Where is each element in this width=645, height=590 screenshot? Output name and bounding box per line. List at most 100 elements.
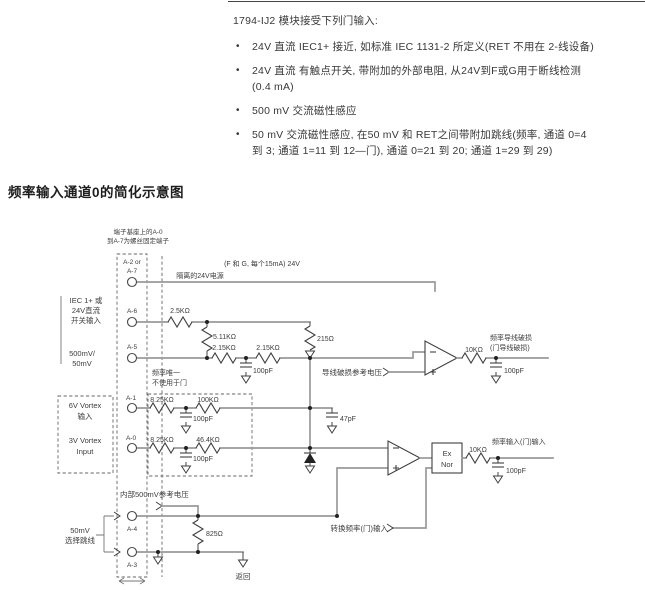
resistor-2-15k-2-label: 2.15KΩ: [256, 345, 280, 352]
terminal-a2-label: A-2 or: [123, 259, 142, 266]
exnor-box: [431, 442, 463, 474]
comparator-2-body: [387, 440, 422, 476]
wirebreak-ref-label: 导线破损参考电压: [322, 367, 382, 377]
terminal-base-width-arrow: [118, 577, 146, 585]
capacitor-100pf-5: [491, 462, 505, 468]
resistor-215-label: 215Ω: [317, 336, 334, 343]
ref-input-arrow: [382, 367, 390, 377]
bullet-text-line1: 24V 直流 有触点开关, 带附加的外部电阻, 从24V到F或G用于断线检测: [252, 65, 582, 77]
ground-5: [181, 465, 191, 474]
convert-freq-label: 转换频率(门)输入: [331, 523, 389, 533]
mv-label-line1: 500mV/: [69, 349, 96, 358]
bullet-marker: •: [236, 65, 240, 76]
capacitor-100pf-3-label: 100pF: [193, 416, 213, 423]
freq-input-label: 频率输入(门)输入: [492, 437, 546, 446]
terminal-a0-label: A-0: [126, 435, 137, 442]
return-arrow: [238, 559, 248, 568]
row-a4-a3: A-4 825Ω A-3 返回 50mV 选择跳线: [65, 510, 338, 581]
terminal-note-line1: 端子基座上的A-0: [113, 227, 163, 236]
internal-reference: 内部500mV参考电压: [120, 489, 199, 517]
capacitor-100pf-2: [489, 362, 503, 368]
resistor-10k-1: [461, 352, 487, 364]
terminal-a3: [126, 546, 138, 558]
intro-paragraph: 1794-IJ2 模块接受下列门输入:: [233, 15, 378, 27]
resistor-10k-2: [465, 452, 491, 464]
comparator-1-body: [424, 340, 459, 376]
resistor-46-4k-label: 46.4KΩ: [196, 437, 220, 444]
bullet-item-1: • 24V 直流 IEC1+ 接近, 如标准 IEC 1131-2 所定义(RE…: [236, 39, 636, 55]
capacitor-100pf-1: [239, 362, 253, 368]
freq-wirebreak-label2: (门导线破损): [490, 343, 530, 352]
vortex-label-box: [57, 395, 114, 474]
resistor-100k: [195, 402, 221, 414]
row-a1: A-1 8.25KΩ 100KΩ 100pF 47pF: [126, 395, 356, 434]
supply-note-label: (F 和 G, 每个15mA) 24V: [224, 259, 300, 268]
resistor-2-15k-2: [255, 352, 281, 364]
capacitor-100pf-3: [179, 412, 193, 418]
terminal-a7-label: A-7: [127, 268, 138, 275]
vortex-6v-label2: 输入: [78, 411, 93, 421]
jumper-select: 50mV 选择跳线: [65, 511, 121, 557]
row-a5: A-5 2.15KΩ 2.15KΩ 100pF 频率唯一 不使用于门: [126, 344, 426, 387]
bullet-item-4: • 50 mV 交流磁性感应, 在50 mV 和 RET之间带附加跳线(频率, …: [236, 127, 636, 159]
bullet-text-line1: 50 mV 交流磁性感应, 在50 mV 和 RET之间带附加跳线(频率, 通道…: [252, 129, 587, 141]
internal-ref-arrow: [155, 501, 163, 511]
comparator-2: 转换频率(门)输入 Ex Nor 10KΩ 100pF 频率输入(门)输入: [331, 437, 554, 533]
resistor-2-5k: [167, 316, 193, 328]
resistor-2-5k-label: 2.5KΩ: [170, 308, 190, 315]
terminal-a1: [126, 402, 138, 414]
resistor-825-label: 825Ω: [206, 531, 223, 538]
iec-input-label: IEC 1+ 或 24V直流 开关输入 500mV/ 50mV: [69, 295, 103, 368]
terminal-base-outline: [116, 253, 148, 585]
bullet-text-line2: 到 3; 通道 1=11 到 12—门), 通道 0=21 到 20; 通道 1…: [252, 145, 553, 157]
resistor-10k-2-label: 10KΩ: [469, 447, 487, 454]
resistor-8-25k-1-label: 8.25KΩ: [150, 397, 174, 404]
vortex-3v-label1: 3V Vortex: [69, 436, 102, 445]
terminal-a0: [126, 442, 138, 454]
bullet-marker: •: [236, 41, 240, 52]
iec-label-line3: 开关输入: [71, 315, 101, 325]
resistor-5-11k-label: 5.11KΩ: [213, 334, 236, 341]
ground-3: [181, 425, 191, 434]
section-title: 频率输入通道0的简化示意图: [8, 185, 185, 200]
ground-1: [241, 375, 251, 384]
vortex-6v-label1: 6V Vortex: [69, 401, 102, 410]
resistor-2-15k-1-label: 2.15KΩ: [212, 345, 236, 352]
terminal-a6-label: A-6: [127, 308, 138, 315]
resistor-8-25k-2: [149, 442, 175, 454]
capacitor-100pf-4: [179, 452, 193, 458]
filter-network-box: [147, 393, 253, 477]
resistor-825: [192, 519, 204, 545]
bullet-item-3: • 500 mV 交流磁性感应: [236, 103, 636, 119]
supply-24v-row: (F 和 G, 每个15mA) 24V 隔离的24V电源 A-2 or A-7: [123, 259, 436, 292]
resistor-8-25k-2-label: 8.25KΩ: [150, 437, 174, 444]
resistor-215: [304, 325, 316, 351]
freq-wirebreak-label1: 频率导线破损: [490, 333, 532, 342]
resistor-5-11k: [201, 326, 213, 352]
ground-8: [153, 556, 163, 565]
capacitor-100pf-5-label: 100pF: [506, 468, 526, 475]
terminal-a5: [126, 352, 138, 364]
page-top-rule: [228, 1, 645, 2]
resistor-10k-1-label: 10KΩ: [465, 347, 483, 354]
ground-7: [493, 475, 503, 484]
terminal-note-line2: 到A-7为螺丝固定端子: [107, 236, 170, 245]
bullet-text: 24V 直流 IEC1+ 接近, 如标准 IEC 1131-2 所定义(RET …: [252, 41, 594, 53]
return-label: 返回: [236, 572, 251, 581]
terminal-a2-a7: [126, 276, 138, 288]
ground-2: [491, 375, 501, 384]
terminal-a1-label: A-1: [126, 395, 137, 402]
iec-label-line1: IEC 1+ 或: [70, 295, 103, 305]
terminal-a3-label: A-3: [127, 562, 138, 569]
isolated-supply-label: 隔离的24V电源: [176, 271, 223, 280]
capacitor-47pf-label: 47pF: [340, 416, 356, 423]
ground-6: [305, 465, 315, 474]
bullet-item-2: • 24V 直流 有触点开关, 带附加的外部电阻, 从24V到F或G用于断线检测…: [236, 63, 636, 95]
terminal-a5-label: A-5: [127, 344, 138, 351]
resistor-46-4k: [195, 442, 221, 454]
clamp-diode: [304, 448, 316, 474]
comparator-1-plus: [430, 369, 436, 375]
internal-ref-label: 内部500mV参考电压: [120, 489, 189, 499]
